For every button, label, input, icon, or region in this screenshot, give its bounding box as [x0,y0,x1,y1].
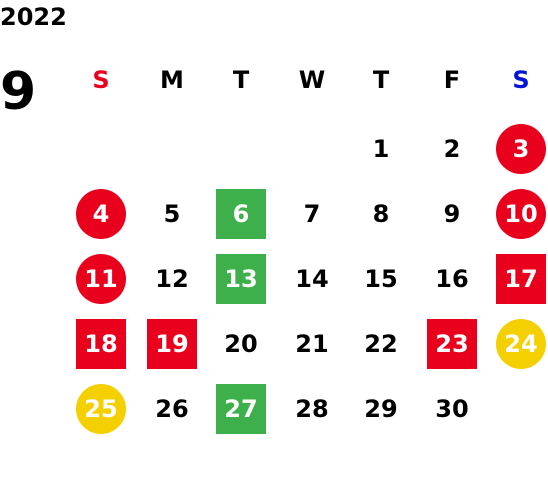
day-cell: 8 [372,200,390,228]
day-cell: 1 [372,135,390,163]
day-cell-red-square: 23 [427,319,477,369]
month-label: 9 [0,62,37,122]
day-cell: 29 [364,395,398,423]
day-cell: 21 [295,330,329,358]
day-cell-green-square: 27 [216,384,266,434]
day-cell-red-circle: 3 [496,124,546,174]
day-cell: 12 [155,265,189,293]
day-cell: 16 [435,265,469,293]
day-cell: 2 [443,135,461,163]
day-cell-red-square: 19 [147,319,197,369]
day-cell: 14 [295,265,329,293]
weekday-header: F [443,66,461,94]
day-cell: 30 [435,395,469,423]
weekday-header: T [232,66,250,94]
day-cell: 5 [163,200,181,228]
day-cell-red-square: 18 [76,319,126,369]
day-cell: 22 [364,330,398,358]
day-cell: 7 [303,200,321,228]
weekday-header: W [298,66,326,94]
weekday-header: S [512,66,530,94]
day-cell: 20 [224,330,258,358]
day-cell-red-circle: 4 [76,189,126,239]
day-cell-yellow-circle: 24 [496,319,546,369]
weekday-header: M [160,66,184,94]
weekday-header: S [92,66,110,94]
day-cell-red-square: 17 [496,254,546,304]
day-cell: 28 [295,395,329,423]
day-cell-red-circle: 11 [76,254,126,304]
year-label: 2022 [0,3,67,31]
day-cell-yellow-circle: 25 [76,384,126,434]
day-cell-red-circle: 10 [496,189,546,239]
weekday-header: T [372,66,390,94]
day-cell-green-square: 6 [216,189,266,239]
day-cell: 26 [155,395,189,423]
day-cell: 9 [443,200,461,228]
day-cell-green-square: 13 [216,254,266,304]
day-cell: 15 [364,265,398,293]
